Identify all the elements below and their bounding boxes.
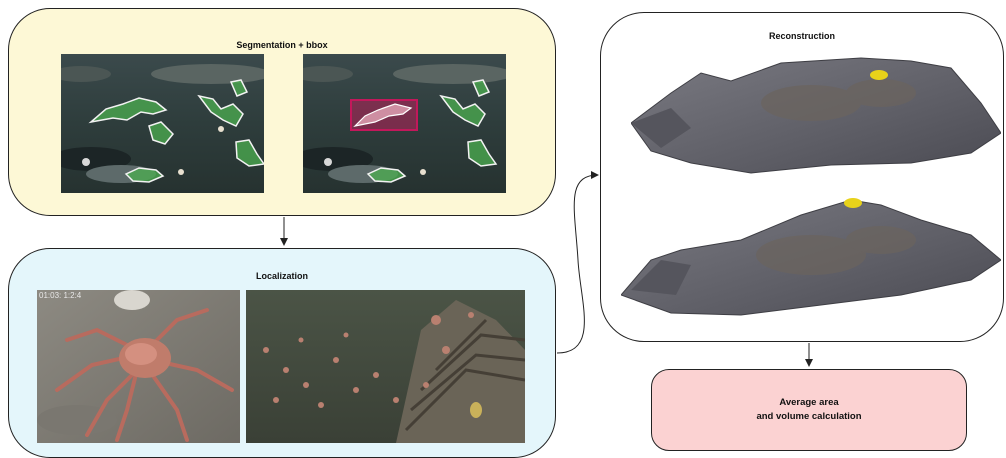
arrow-loc-to-rec: [557, 175, 598, 353]
segmentation-mask-image: [61, 54, 264, 193]
mesh-render-top: [631, 53, 1001, 183]
segmentation-title: Segmentation + bbox: [9, 40, 555, 50]
seafloor-wide-image: [246, 290, 525, 443]
segmentation-bbox-image: [303, 54, 506, 193]
mesh-render-bottom: [621, 185, 1001, 325]
reconstruction-title: Reconstruction: [601, 31, 1003, 41]
segmentation-panel: Segmentation + bbox: [8, 8, 556, 216]
crab-closeup-image: 01:03: 1:2:4: [37, 290, 240, 443]
frame-overlay-text: 01:03: 1:2:4: [39, 291, 81, 300]
result-panel: Average area and volume calculation: [651, 369, 967, 451]
localization-title: Localization: [9, 271, 555, 281]
reconstruction-panel: Reconstruction: [600, 12, 1004, 342]
result-line-2: and volume calculation: [756, 410, 861, 424]
localization-panel: Localization 01:03: 1:2:4: [8, 248, 556, 458]
result-line-1: Average area: [779, 396, 838, 410]
